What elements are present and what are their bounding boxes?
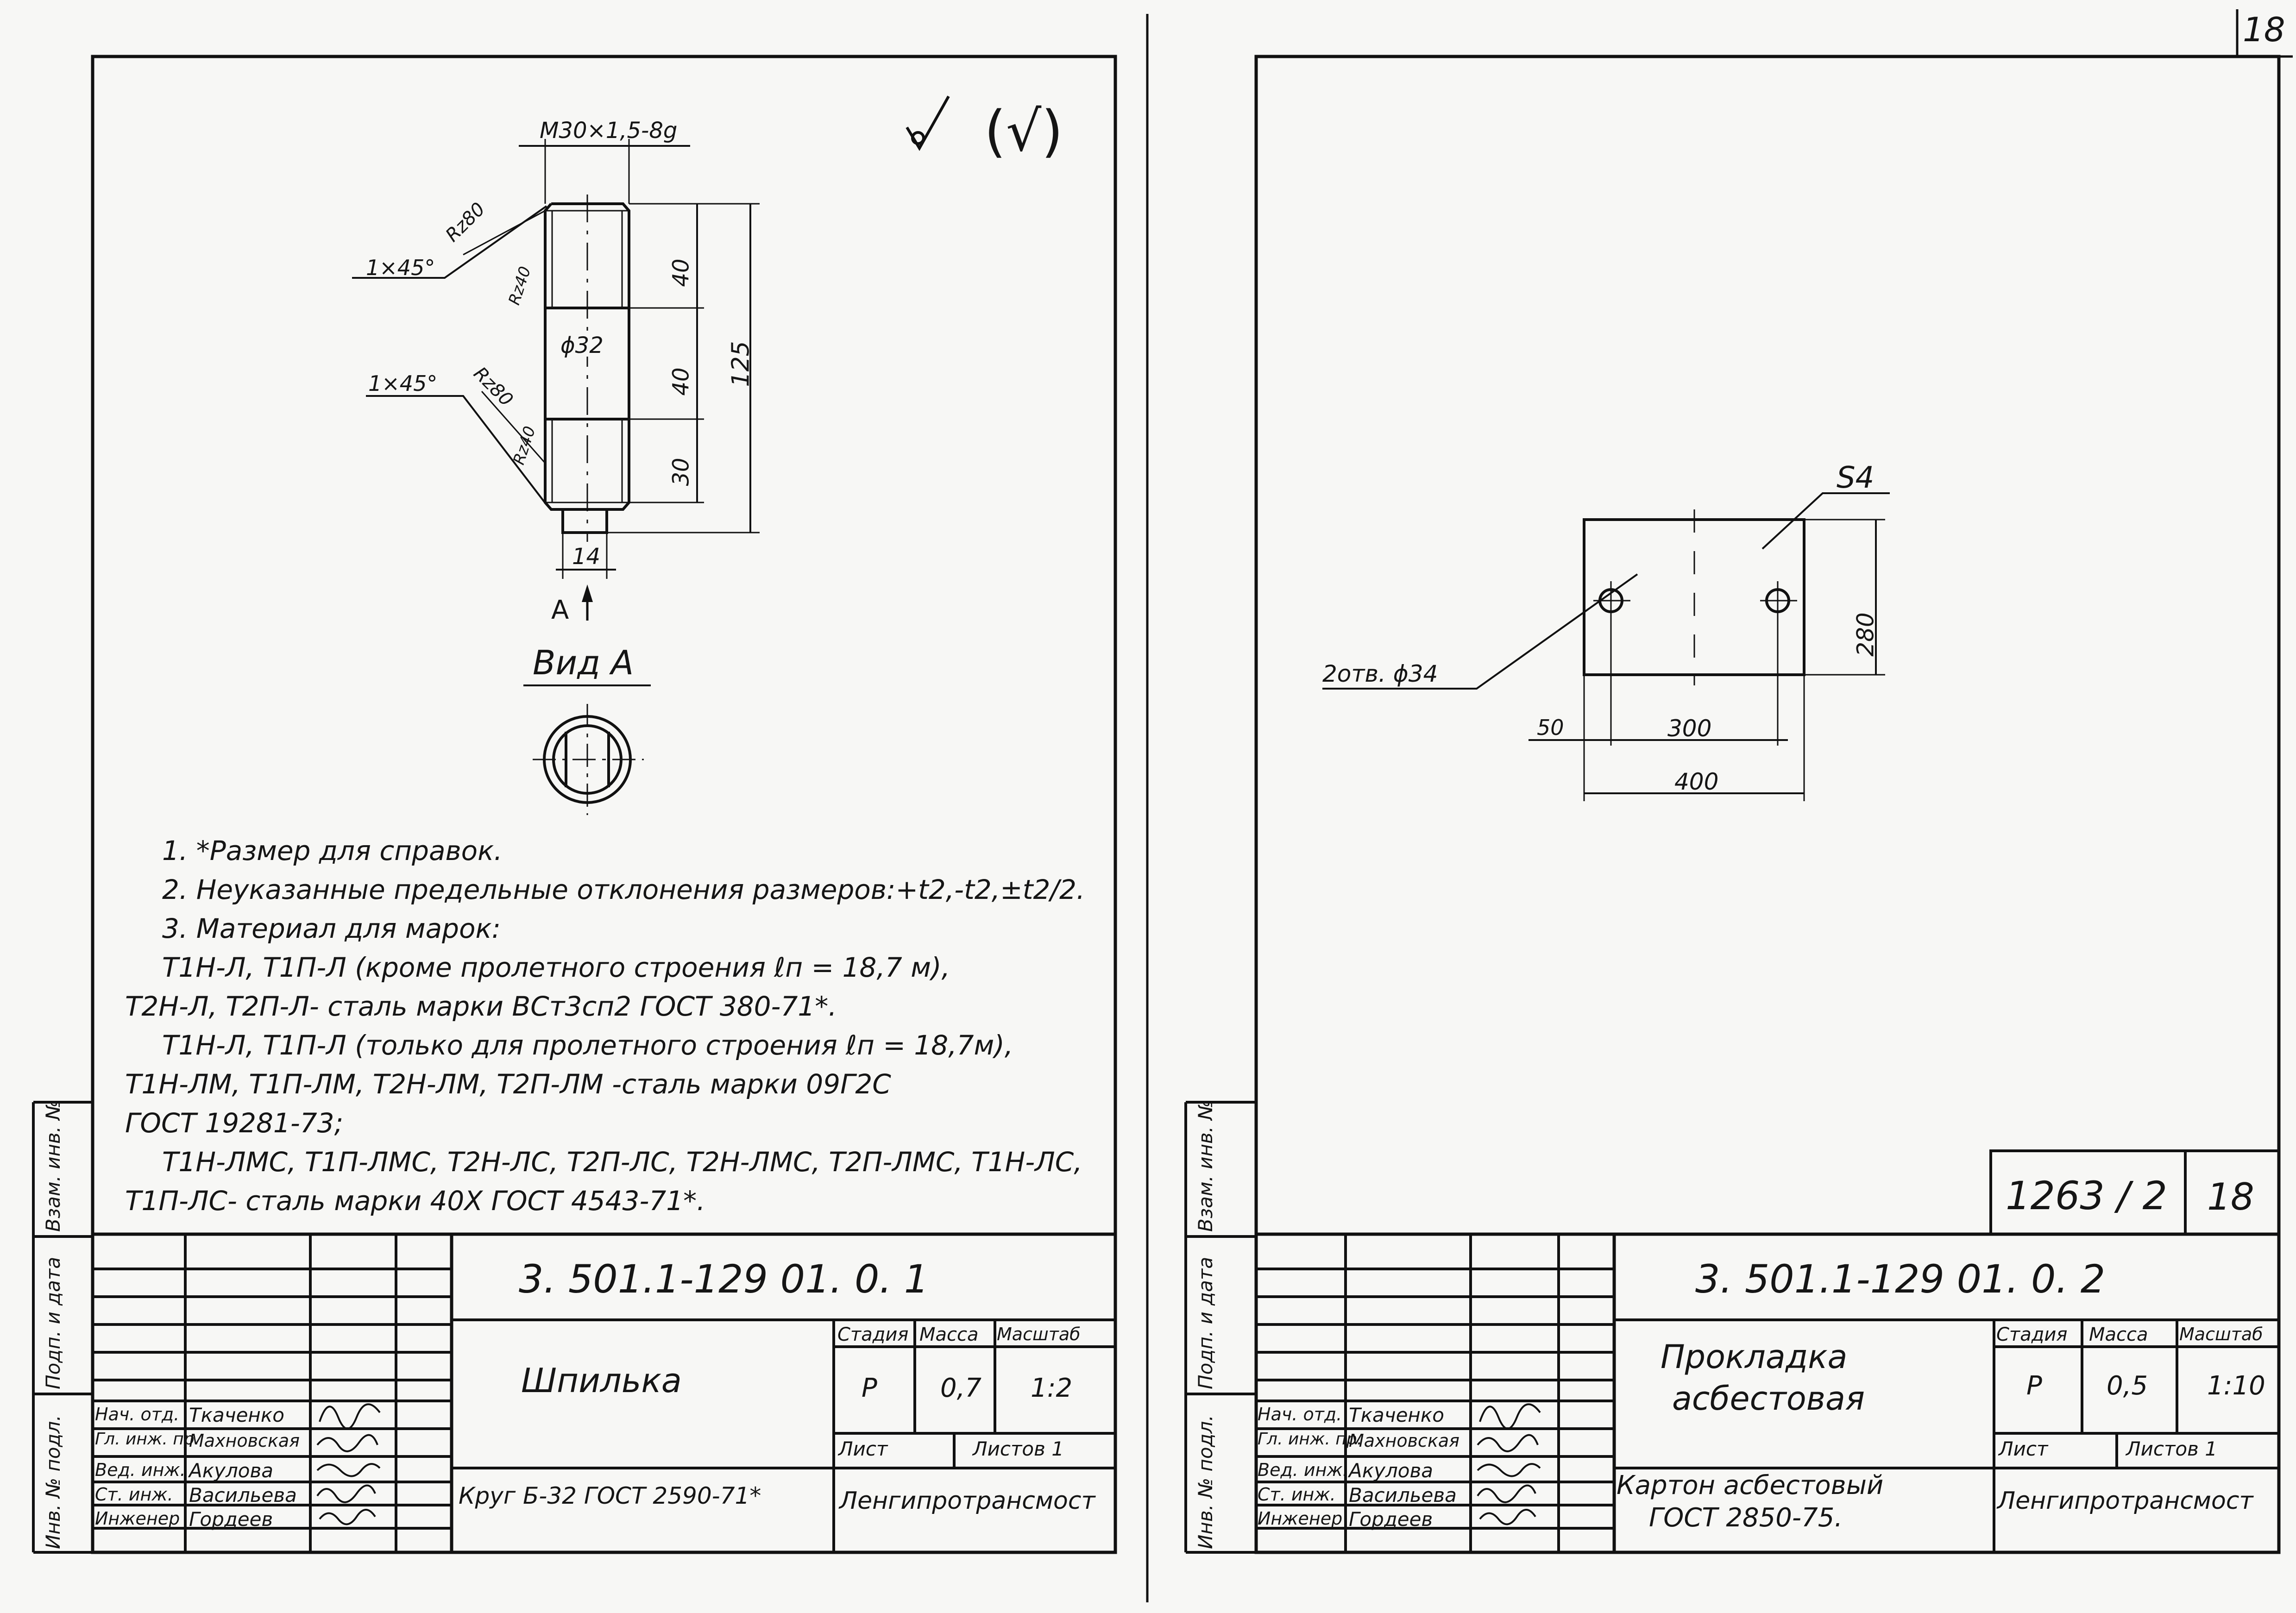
side-label-replace: Взам. инв. № <box>42 1099 64 1232</box>
material: Круг Б-32 ГОСТ 2590-71* <box>459 1482 761 1509</box>
holes-label: 2отв. ϕ34 <box>1322 660 1438 687</box>
note-line: Т1Н-ЛМ, Т1П-ЛМ, Т2Н-ЛМ, Т2П-ЛМ -сталь ма… <box>125 1068 891 1100</box>
view-title: Вид А <box>533 643 634 682</box>
role-label: Гл. инж. пр. <box>95 1430 200 1449</box>
dim-total: 125 <box>727 341 755 387</box>
diameter-label: ϕ32 <box>560 333 604 358</box>
mass-header: Масса <box>2089 1324 2148 1345</box>
dim-width: 400 <box>1674 768 1719 795</box>
organization: Ленгипротрансмост <box>839 1487 1095 1515</box>
name-label: Васильева <box>189 1484 297 1506</box>
mass-value: 0,5 <box>2107 1371 2148 1401</box>
gasket-drawing <box>1322 492 1890 801</box>
name-label: Махновская <box>1349 1431 1460 1451</box>
role-label: Гл. инж. пр. <box>1258 1430 1363 1449</box>
note-line: Т2Н-Л, Т2П-Л- сталь марки ВСт3сп2 ГОСТ 3… <box>125 991 837 1022</box>
role-label: Нач. отд. <box>1258 1404 1342 1425</box>
dim-height: 280 <box>1852 612 1879 657</box>
role-label: Ст. инж. <box>1258 1484 1336 1505</box>
dim-seg1: 40 <box>668 258 694 287</box>
name-label: Акулова <box>1349 1459 1433 1482</box>
dim-neck: 14 <box>572 544 601 570</box>
sheets-label: Листов 1 <box>973 1437 1064 1460</box>
part-name-line1: Прокладка <box>1661 1338 1848 1376</box>
name-label: Гордеев <box>189 1508 273 1531</box>
role-label: Вед. инж. <box>1258 1460 1348 1480</box>
organization: Ленгипротрансмост <box>1997 1487 2253 1515</box>
designation: 3. 501.1-129 01. 0. 1 <box>519 1256 929 1302</box>
stud-drawing <box>352 95 950 815</box>
scale-value: 1:10 <box>2207 1371 2265 1401</box>
left-sheet-frame <box>91 55 1117 1554</box>
right-sheet-frame <box>1254 55 2281 1554</box>
role-label: Ст. инж. <box>95 1484 173 1505</box>
stage-value: Р <box>2026 1371 2042 1401</box>
note-line: ГОСТ 19281-73; <box>125 1107 344 1139</box>
thread-label: M30×1,5-8g <box>540 118 678 144</box>
scale-header: Масштаб <box>997 1324 1081 1344</box>
role-label: Вед. инж. <box>95 1460 186 1480</box>
note-line: 1. *Размер для справок. <box>162 835 503 866</box>
sheets-label: Листов 1 <box>2126 1437 2217 1460</box>
stamp-sheet: 18 <box>2207 1175 2254 1218</box>
name-label: Ткаченко <box>189 1404 284 1426</box>
dim-edge: 50 <box>1537 715 1564 740</box>
view-arrow-label: A <box>551 595 569 625</box>
role-label: Инженер <box>1258 1508 1343 1529</box>
name-label: Махновская <box>189 1431 300 1451</box>
scale-header: Масштаб <box>2179 1324 2263 1344</box>
side-label-replace: Взам. инв. № <box>1194 1099 1217 1232</box>
sheet-label: Лист <box>1999 1437 2048 1460</box>
page-number: 18 <box>2243 10 2285 49</box>
part-name: Шпилька <box>521 1361 682 1400</box>
note-line: 3. Материал для марок: <box>162 913 501 944</box>
stage-header: Стадия <box>837 1324 909 1345</box>
dim-pitch: 300 <box>1667 715 1712 742</box>
name-label: Ткаченко <box>1349 1404 1444 1426</box>
note-line: 2. Неуказанные предельные отклонения раз… <box>162 874 1085 905</box>
notes-block: 1. *Размер для справок. 2. Неуказанные п… <box>125 831 1085 1220</box>
material-line1: Картон асбестовый <box>1617 1470 1884 1500</box>
dim-seg3: 30 <box>668 458 694 486</box>
name-label: Акулова <box>189 1459 273 1482</box>
dim-seg2: 40 <box>668 367 694 396</box>
sheet-label: Лист <box>838 1437 888 1460</box>
note-line: Т1Н-ЛМС, Т1П-ЛМС, Т2Н-ЛС, Т2П-ЛС, Т2Н-ЛМ… <box>162 1146 1082 1178</box>
name-label: Васильева <box>1349 1484 1457 1506</box>
side-label-inv: Инв. № подл. <box>1194 1415 1217 1549</box>
stage-value: Р <box>862 1373 877 1403</box>
note-line: Т1Н-Л, Т1П-Л (только для пролетного стро… <box>162 1029 1013 1061</box>
part-name-line2: асбестовая <box>1672 1380 1865 1418</box>
stage-header: Стадия <box>1996 1324 2068 1345</box>
chamfer-label-1: 1×45° <box>366 255 435 280</box>
side-label-sign: Подп. и дата <box>42 1256 64 1389</box>
name-label: Гордеев <box>1349 1508 1433 1531</box>
role-label: Инженер <box>95 1508 180 1529</box>
thickness-label: S4 <box>1837 461 1875 495</box>
side-label-sign: Подп. и дата <box>1194 1256 1217 1389</box>
chamfer-label-2: 1×45° <box>368 371 438 396</box>
note-line: Т1П-ЛС- сталь марки 40Х ГОСТ 4543-71*. <box>125 1185 705 1217</box>
designation: 3. 501.1-129 01. 0. 2 <box>1695 1256 2106 1302</box>
side-label-inv: Инв. № подл. <box>42 1415 64 1549</box>
note-line: Т1Н-Л, Т1П-Л (кроме пролетного строения … <box>162 952 950 983</box>
material-line2: ГОСТ 2850-75. <box>1649 1503 1843 1533</box>
role-label: Нач. отд. <box>95 1404 180 1425</box>
mass-value: 0,7 <box>940 1373 982 1403</box>
roughness-symbol: (√) <box>984 100 1063 164</box>
stamp-number: 1263 / 2 <box>2006 1173 2167 1218</box>
mass-header: Масса <box>919 1324 979 1345</box>
scale-value: 1:2 <box>1031 1373 1073 1403</box>
